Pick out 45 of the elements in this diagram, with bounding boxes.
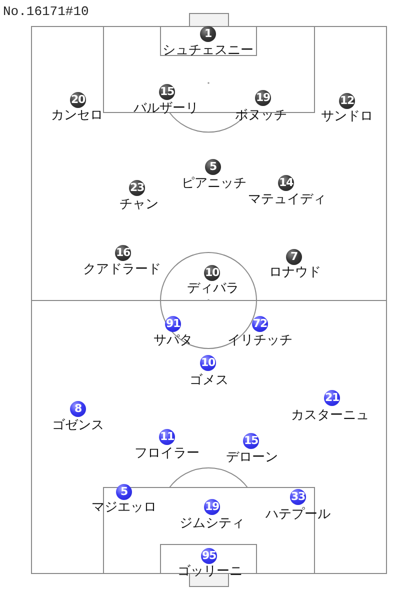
- page-id: No.16171#10: [3, 4, 89, 19]
- player-name: ゴメス: [190, 373, 228, 388]
- player-marker: 5: [205, 159, 221, 175]
- player-name: クアドラード: [83, 262, 161, 277]
- player-name: サンドロ: [321, 109, 373, 124]
- player-marker: 12: [339, 93, 355, 109]
- player-marker: 15: [243, 433, 259, 449]
- player-name: ゴゼンス: [52, 418, 104, 433]
- player-marker: 14: [278, 175, 294, 191]
- player-name: ハテプール: [266, 507, 330, 522]
- player-marker: 21: [324, 390, 340, 406]
- player-name: ゴッリーニ: [178, 564, 242, 579]
- player-name: ディバラ: [187, 281, 239, 296]
- player-marker: 1: [200, 26, 216, 42]
- player-name: シュチェスニー: [162, 43, 254, 58]
- player-name: ボヌッチ: [235, 108, 287, 123]
- player-name: マテュイディ: [248, 192, 326, 207]
- player-name: ジムシティ: [180, 516, 244, 531]
- player-marker: 19: [204, 499, 220, 515]
- player-marker: 33: [290, 489, 306, 505]
- player-marker: 16: [115, 245, 131, 261]
- player-marker: 23: [129, 180, 145, 196]
- player-name: バルザーリ: [134, 101, 198, 116]
- player-name: カンセロ: [51, 108, 103, 123]
- player-marker: 15: [159, 84, 175, 100]
- player-marker: 72: [252, 316, 268, 332]
- player-marker: 19: [255, 90, 271, 106]
- player-name: ピアニッチ: [182, 176, 246, 191]
- player-name: チャン: [120, 197, 158, 212]
- player-marker: 10: [200, 355, 216, 371]
- player-name: イリチッチ: [228, 333, 292, 348]
- player-marker: 91: [165, 316, 181, 332]
- player-name: サパタ: [154, 333, 192, 348]
- player-marker: 8: [70, 401, 86, 417]
- player-marker: 11: [159, 429, 175, 445]
- player-marker: 95: [201, 548, 217, 564]
- player-name: デローン: [226, 450, 278, 465]
- player-marker: 7: [286, 249, 302, 265]
- player-name: フロイラー: [134, 446, 200, 461]
- player-name: マジエッロ: [92, 500, 156, 515]
- player-marker: 5: [116, 484, 132, 500]
- player-marker: 10: [204, 265, 220, 281]
- player-marker: 20: [70, 92, 86, 108]
- player-name: カスターニュ: [291, 408, 369, 423]
- player-name: ロナウド: [269, 265, 321, 280]
